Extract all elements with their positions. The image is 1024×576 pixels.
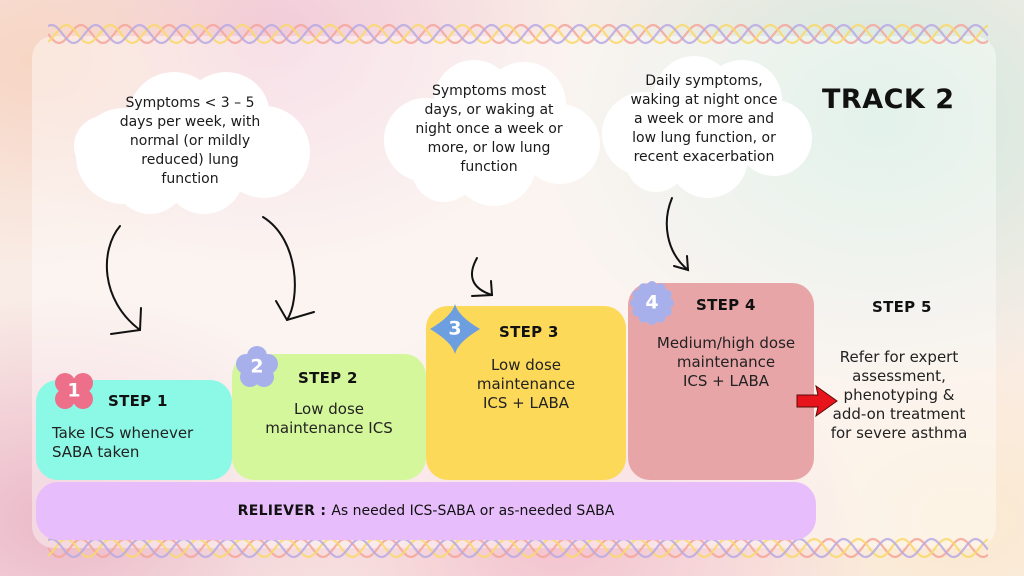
cloud-text: Symptoms < 3 – 5 days per week, with nor…: [119, 95, 261, 187]
diamond-badge-icon: [430, 304, 480, 354]
symptom-cloud-3: Daily symptoms, waking at night once a w…: [594, 54, 814, 200]
step-4-description: Medium/high dose maintenance ICS + LABA: [656, 334, 796, 390]
step-5-title: STEP 5: [872, 298, 932, 316]
badge-number: 1: [67, 379, 81, 402]
symptom-cloud-2: Symptoms most days, or waking at night o…: [374, 60, 604, 208]
flower-badge-icon: [236, 346, 278, 387]
step-1-badge: 1: [54, 372, 94, 410]
reliever-label: RELIEVER :: [237, 503, 327, 519]
track-title: TRACK 2: [822, 84, 955, 115]
badge-number: 4: [645, 291, 659, 314]
step-3-badge: 3: [428, 302, 482, 356]
cloud-shape-icon: [384, 60, 600, 206]
step-1-description: Take ICS whenever SABA taken: [52, 424, 194, 461]
reliever-bar: RELIEVER : As needed ICS-SABA or as-need…: [36, 482, 816, 540]
symptom-cloud-1: Symptoms < 3 – 5 days per week, with nor…: [64, 66, 316, 216]
cloud-shape-icon: [74, 72, 310, 214]
step-4-title: STEP 4: [696, 296, 756, 314]
step-2-title: STEP 2: [298, 369, 358, 387]
step-1-title: STEP 1: [108, 392, 168, 410]
reliever-text: As needed ICS-SABA or as-needed SABA: [331, 503, 615, 519]
badge-number: 2: [250, 355, 264, 378]
red-arrow-icon: [796, 384, 838, 418]
badge-number: 3: [448, 317, 462, 340]
step-4-badge: 4: [630, 281, 674, 325]
step-5-description: Refer for expert assessment, phenotyping…: [830, 348, 968, 442]
decorative-wave-top: [48, 23, 988, 45]
scalloped-badge-icon: [630, 281, 674, 325]
step-3-title: STEP 3: [499, 323, 559, 341]
cloud-text: Daily symptoms, waking at night once a w…: [630, 73, 778, 165]
cloud-text: Symptoms most days, or waking at night o…: [415, 83, 563, 175]
butterfly-badge-icon: [55, 373, 93, 409]
step-3-description: Low dose maintenance ICS + LABA: [476, 356, 576, 412]
step-2-description: Low dose maintenance ICS: [265, 400, 393, 437]
step-2-badge: 2: [236, 346, 278, 388]
cloud-shape-icon: [602, 56, 812, 198]
